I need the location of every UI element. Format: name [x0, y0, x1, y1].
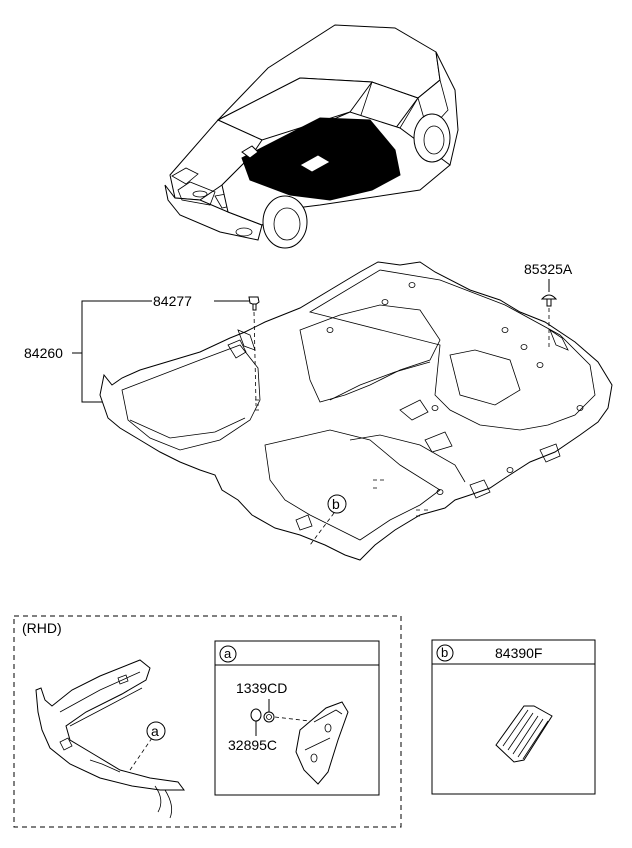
marker-a-detail-label: a	[224, 646, 232, 661]
part-84260-label: 84260	[24, 345, 63, 361]
part-32895C-label: 32895C	[228, 737, 277, 753]
detail-a-box: a 1339CD 32895C	[214, 640, 380, 796]
marker-b-detail-label: b	[441, 645, 448, 660]
rhd-carpet-fragment	[35, 659, 185, 819]
marker-a-rhd-label: a	[151, 723, 159, 739]
marker-b-main-label: b	[332, 496, 340, 512]
part-84390F-label: 84390F	[495, 645, 542, 661]
marker-b-circle	[327, 494, 347, 514]
marker-a-detail-circle	[219, 645, 237, 663]
callout-84277: 84277	[153, 293, 260, 405]
part-84277-label: 84277	[153, 293, 192, 309]
callout-85325A: 85325A	[524, 261, 573, 348]
car-illustration	[164, 24, 459, 249]
washer-icon	[250, 708, 262, 722]
rhd-label: (RHD)	[22, 620, 62, 636]
callout-b-main: b	[309, 494, 347, 546]
marker-a-rhd-circle	[146, 721, 166, 741]
nut-icon	[263, 711, 275, 723]
detail-b-box: b 84390F	[431, 639, 596, 795]
heel-pad-part	[495, 705, 553, 763]
marker-b-detail-circle	[436, 644, 454, 662]
floor-carpet-84260	[99, 261, 613, 561]
part-85325A-label: 85325A	[524, 261, 573, 277]
callout-84260: 84260	[24, 300, 152, 403]
bracket-part	[295, 701, 349, 785]
rhd-panel: (RHD) a a 1339CD 32895C	[13, 615, 402, 828]
part-1339CD-label: 1339CD	[236, 680, 287, 696]
rhd-panel-border	[13, 615, 402, 828]
